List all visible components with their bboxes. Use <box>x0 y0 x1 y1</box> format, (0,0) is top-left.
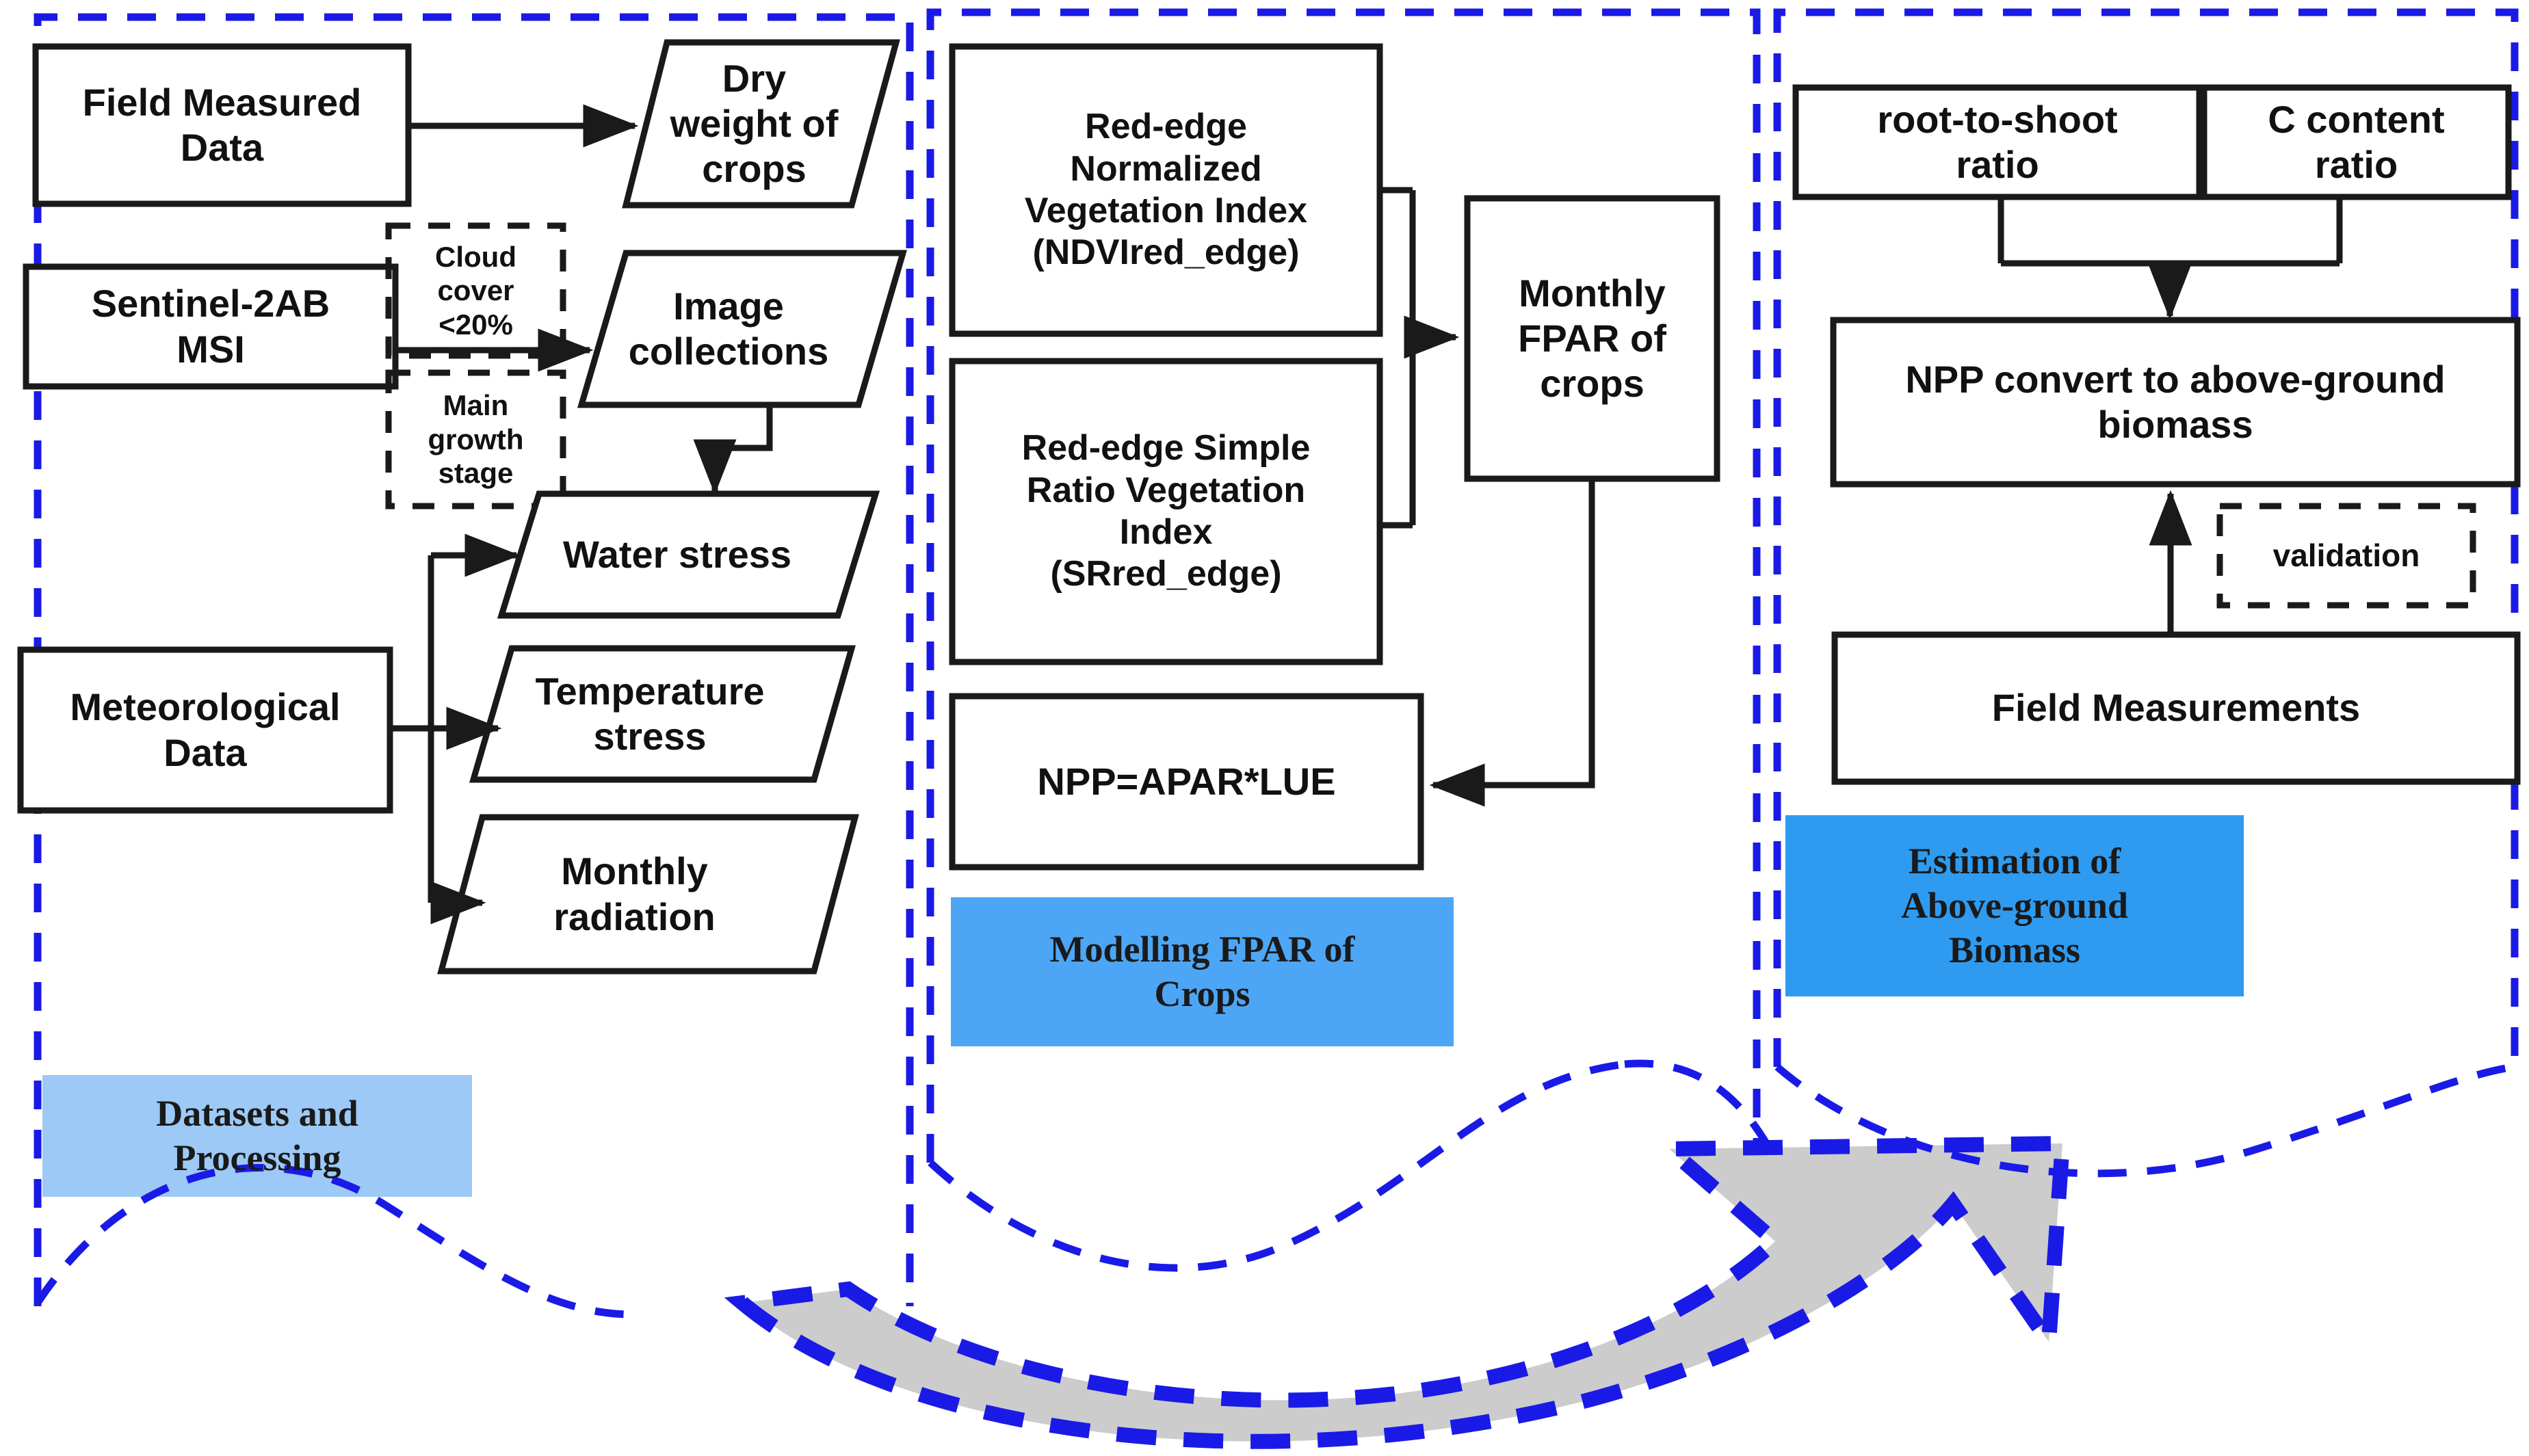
node-monthly-radiation <box>437 814 859 975</box>
node-sr-red-edge <box>949 358 1383 665</box>
node-ndvi-red-edge <box>949 43 1383 337</box>
node-image-collections <box>577 250 908 408</box>
caption-chip-above-ground-biomass <box>1785 815 2244 996</box>
caption-estimation-of-above-ground-biomass: Estimation of Above-ground Biomass <box>1900 840 2129 970</box>
node-sentinel-2ab-msi <box>23 263 399 390</box>
decorative-wave-middle <box>928 1060 1625 1272</box>
decorative-wave-right <box>1624 1059 1781 1165</box>
node-dry-weight-of-crops <box>622 39 900 209</box>
node-validation <box>2216 503 2476 609</box>
node-cloud-cover-filter <box>385 222 566 359</box>
caption-datasets-and-processing: Datasets and Processing <box>156 1093 358 1178</box>
connector-image-collections-to-water-stress <box>693 405 773 495</box>
node-field-measurements <box>1831 631 2521 785</box>
connector-monthly-fpar-to-npp <box>1429 479 1595 807</box>
decorative-wave-far-right <box>1774 1063 2515 1178</box>
node-water-stress <box>497 490 880 619</box>
node-field-measured-data <box>32 43 412 207</box>
node-npp-equation <box>949 693 1424 871</box>
caption-chip-modelling-fpar <box>951 897 1454 1046</box>
node-c-content-ratio <box>2201 84 2512 200</box>
caption-modelling-fpar-of-crops: Modelling FPAR of Crops <box>1049 929 1355 1014</box>
big-curved-flow-arrow <box>724 1135 2071 1449</box>
node-main-growth-stage <box>385 369 566 509</box>
node-temperature-stress <box>469 645 856 783</box>
node-meteorological-data <box>17 646 393 814</box>
node-root-to-shoot-ratio <box>1792 84 2203 200</box>
caption-chip-datasets <box>42 1075 472 1197</box>
panel-border-above-ground-biomass <box>1773 8 2519 1067</box>
node-monthly-fpar-of-crops <box>1464 195 1720 482</box>
node-npp-convert-to-agb <box>1830 317 2521 488</box>
